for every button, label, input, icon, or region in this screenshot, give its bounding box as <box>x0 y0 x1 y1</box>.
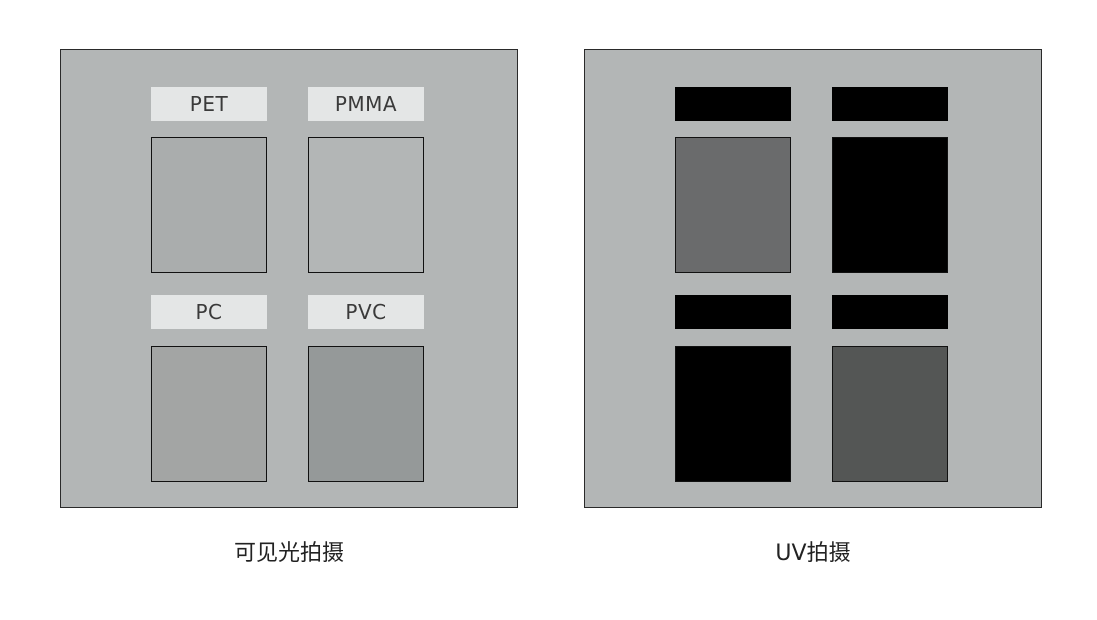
uv-label-4 <box>832 295 948 329</box>
caption-uv: UV拍摄 <box>775 541 851 566</box>
label-pmma: PMMA <box>308 87 424 121</box>
label-pvc: PVC <box>308 295 424 329</box>
uv-panel <box>584 49 1042 508</box>
visible-light-panel: PET PMMA PC PVC <box>60 49 518 508</box>
uv-label-2 <box>832 87 948 121</box>
uv-sample-3 <box>675 346 791 482</box>
label-pet: PET <box>151 87 267 121</box>
label-pc: PC <box>151 295 267 329</box>
sample-pet <box>151 137 267 273</box>
sample-pvc <box>308 346 424 482</box>
uv-sample-1 <box>675 137 791 273</box>
sample-pmma <box>308 137 424 273</box>
uv-label-1 <box>675 87 791 121</box>
caption-visible-light: 可见光拍摄 <box>233 541 344 566</box>
uv-sample-4 <box>832 346 948 482</box>
uv-label-3 <box>675 295 791 329</box>
sample-pc <box>151 346 267 482</box>
uv-sample-2 <box>832 137 948 273</box>
